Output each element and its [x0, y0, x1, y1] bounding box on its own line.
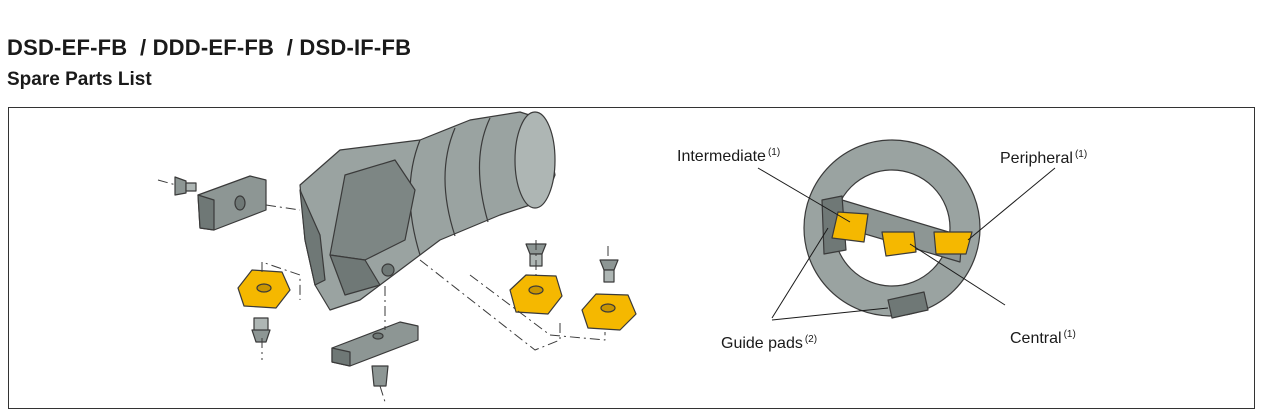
screw-left: [251, 317, 271, 343]
drill-body: [299, 111, 556, 311]
callout-peripheral-label: Peripheral: [1000, 150, 1073, 167]
callout-intermediate: Intermediate(1): [677, 147, 780, 166]
leader-lines: [757, 167, 1056, 321]
callout-peripheral: Peripheral(1): [1000, 149, 1087, 168]
callout-guide-pads-label: Guide pads: [721, 335, 803, 352]
insert-right: [581, 293, 637, 331]
guide-pad-upper: [197, 175, 267, 231]
callout-guide-pads: Guide pads(2): [721, 334, 817, 353]
callout-guide-pads-note: (2): [804, 334, 818, 345]
drill-front-view: [803, 139, 981, 319]
page-subtitle: Spare Parts List: [7, 69, 152, 90]
page-title: DSD-EF-FB / DDD-EF-FB / DSD-IF-FB: [7, 35, 412, 60]
callout-central-note: (1): [1063, 329, 1076, 340]
insert-mid: [509, 274, 563, 315]
guide-pad-lower: [331, 321, 419, 367]
callout-central: Central(1): [1010, 329, 1076, 348]
screw-upper-left: [174, 176, 197, 196]
callout-intermediate-label: Intermediate: [677, 148, 766, 165]
screw-lower: [371, 365, 389, 387]
illustration-frame: [8, 107, 1255, 409]
callout-peripheral-note: (1): [1074, 149, 1088, 160]
callout-central-label: Central: [1010, 330, 1062, 347]
insert-left: [237, 269, 291, 309]
screw-right: [599, 259, 619, 283]
callout-intermediate-note: (1): [767, 147, 781, 158]
assembly-lines: [157, 179, 609, 406]
